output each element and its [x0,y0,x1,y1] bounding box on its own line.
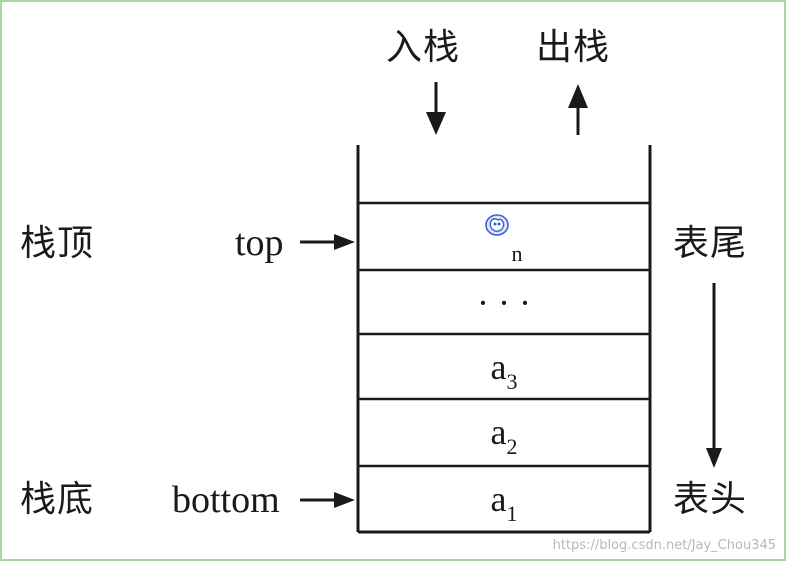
bottom-pointer-label: bottom [172,479,280,521]
table-tail-label: 表尾 [673,223,748,264]
pop-label: 出栈 [536,27,611,68]
top-pointer-label: top [235,222,284,264]
stack-cell-a1: a1 [358,478,650,527]
cell-base: a [490,347,507,387]
cell-base: · · · [477,283,531,323]
stack-top-label: 栈顶 [20,223,95,264]
cell-subscript: 3 [506,369,518,394]
bottom-pointer-arrow [300,492,355,508]
cell-base: a [490,479,507,519]
stack-bottom-label: 栈底 [20,479,95,520]
stack-cell-ellipsis: · · · [358,282,650,324]
pop-arrow [568,84,588,135]
cell-subscript: n [511,241,523,266]
stack-cell-a3: a3 [358,346,650,395]
stack-cell-a2: a2 [358,411,650,460]
hand-cursor-icon [485,214,509,236]
stack-cell-an: n [358,218,650,268]
top-pointer-arrow [300,234,355,250]
watermark: https://blog.csdn.net/Jay_Chou345 [552,538,776,553]
push-arrow [426,82,446,135]
table-head-label: 表头 [673,479,748,520]
tail-to-head-arrow [706,283,722,468]
push-label: 入栈 [386,27,461,68]
cell-subscript: 2 [506,434,518,459]
cell-subscript: 1 [506,501,518,526]
cell-base: a [490,412,507,452]
